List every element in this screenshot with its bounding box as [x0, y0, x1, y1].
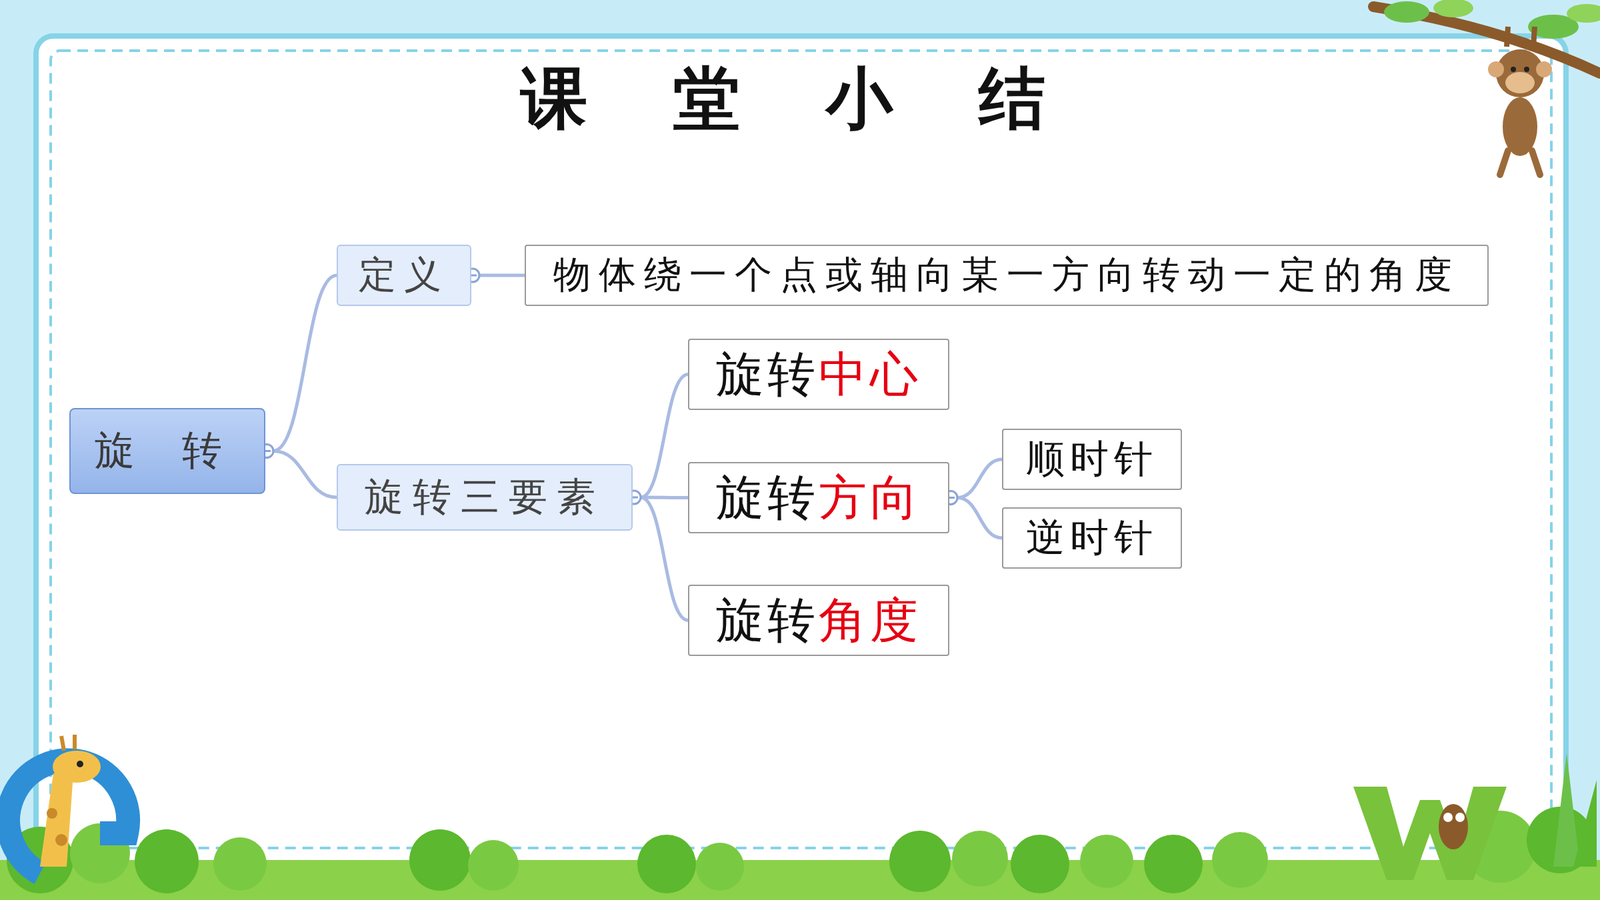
monkey-part [1488, 61, 1504, 78]
tree-branch-part [1433, 0, 1474, 18]
key-word: 方向 [818, 466, 922, 530]
grass-part [1573, 780, 1597, 867]
grass-part [409, 829, 471, 891]
branch-line [273, 275, 337, 452]
letter-w-part [1443, 812, 1453, 822]
monkey [1488, 26, 1552, 175]
monkey-part [1500, 150, 1540, 175]
element-box: 旋转角度 [688, 584, 950, 656]
letter-w-part [1353, 786, 1507, 880]
grass-part [952, 830, 1008, 887]
branch-topic: 定义 [336, 244, 472, 306]
tree-branch [1373, 0, 1600, 74]
tree-branch-part [1566, 4, 1600, 23]
element-box: 旋转中心 [688, 338, 950, 410]
branch-line [640, 496, 688, 500]
slide-title: 课 堂 小 结 [0, 54, 1600, 145]
monkey-part [1496, 49, 1544, 98]
monkey-part [1536, 61, 1552, 78]
node-label: 旋 转 [94, 424, 241, 478]
node-label: 旋转 [716, 588, 819, 653]
branch-topic: 旋转三要素 [336, 464, 633, 531]
giraffe-part [52, 750, 101, 783]
grass-part [889, 830, 951, 892]
letter-w [1353, 786, 1507, 880]
key-word: 角度 [818, 588, 922, 653]
monkey-part [1533, 26, 1535, 47]
giraffe-part [61, 734, 75, 751]
grass-part [134, 829, 199, 894]
definition-box: 物体绕一个点或轴向某一方向转动一定的角度 [524, 244, 1489, 306]
grass-part [213, 837, 267, 891]
node-label: 顺时针 [1026, 433, 1158, 486]
grass-part [1553, 753, 1580, 867]
grass-part [468, 840, 519, 891]
grass-part [1144, 834, 1203, 894]
branch-line [640, 374, 688, 498]
giraffe-part [46, 808, 58, 819]
node-label: 旋转 [716, 466, 819, 530]
branch-line [479, 274, 525, 278]
node-label: 旋转 [716, 342, 819, 407]
monkey-part [1506, 26, 1508, 47]
grass-part [696, 842, 744, 891]
letter-w-part [1438, 804, 1468, 850]
grass-part [1080, 834, 1134, 888]
grass-part [1010, 834, 1070, 894]
giraffe-part [76, 760, 84, 768]
monkey-part [1510, 66, 1516, 72]
monkey-part [1505, 72, 1535, 94]
giraffe-part [55, 834, 68, 846]
key-word: 中心 [818, 342, 922, 407]
branch-line [640, 497, 688, 621]
monkey-part [1502, 97, 1538, 156]
board-part [36, 36, 1566, 863]
branch-line [957, 498, 1002, 539]
tree-branch-part [1384, 1, 1430, 23]
giraffe [8, 734, 128, 874]
node-label: 定义 [358, 250, 450, 301]
direction-box: 逆时针 [1002, 507, 1182, 569]
branch-line [273, 451, 337, 498]
direction-box: 顺时针 [1002, 428, 1182, 490]
root-topic: 旋 转 [69, 408, 266, 494]
letter-w-part [1455, 812, 1465, 822]
grass-part [1212, 832, 1268, 888]
grass [0, 753, 1600, 900]
node-label: 逆时针 [1026, 512, 1158, 564]
monkey-part [1524, 66, 1530, 72]
board-part [50, 50, 1552, 848]
element-box: 旋转方向 [688, 462, 950, 534]
node-label: 旋转三要素 [364, 471, 605, 524]
node-label: 物体绕一个点或轴向某一方向转动一定的角度 [553, 250, 1460, 301]
grass-part [637, 834, 696, 894]
branch-line [957, 459, 1002, 498]
giraffe-part [40, 773, 74, 867]
